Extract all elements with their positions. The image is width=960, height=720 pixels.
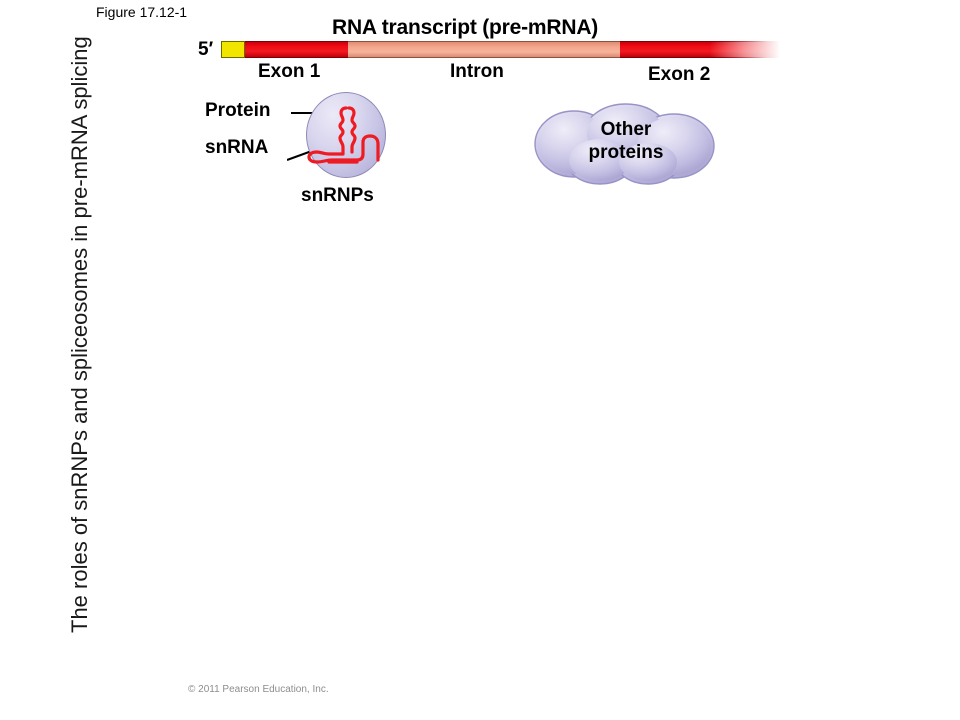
rna-transcript-title: RNA transcript (pre-mRNA) xyxy=(332,16,599,39)
other-proteins-shape-icon xyxy=(534,103,715,185)
five-prime-cap-segment xyxy=(221,41,245,58)
exon2-segment xyxy=(620,41,780,58)
exon2-caption: Exon 2 xyxy=(648,64,711,85)
copyright-notice: © 2011 Pearson Education, Inc. xyxy=(188,684,329,695)
intron-segment xyxy=(348,41,620,58)
five-prime-end-label: 5′ xyxy=(198,39,214,60)
snrna-callout-label: snRNA xyxy=(205,137,269,158)
exon1-segment xyxy=(245,41,348,58)
snrna-strand-icon xyxy=(307,106,380,164)
slide-vertical-title: The roles of snRNPs and spliceosomes in … xyxy=(67,36,92,633)
intron-caption: Intron xyxy=(450,61,504,82)
figure-number-label: Figure 17.12-1 xyxy=(96,4,188,20)
snrnps-caption: snRNPs xyxy=(301,185,374,206)
pre-mrna-bar xyxy=(221,41,780,58)
vertical-title-container: The roles of snRNPs and spliceosomes in … xyxy=(0,0,160,720)
other-proteins-label: Other proteins xyxy=(588,119,664,163)
exon1-caption: Exon 1 xyxy=(258,61,321,82)
other-proteins-blob: Other proteins xyxy=(534,98,718,188)
snrnp-particle xyxy=(306,92,386,178)
protein-callout-label: Protein xyxy=(205,100,271,121)
